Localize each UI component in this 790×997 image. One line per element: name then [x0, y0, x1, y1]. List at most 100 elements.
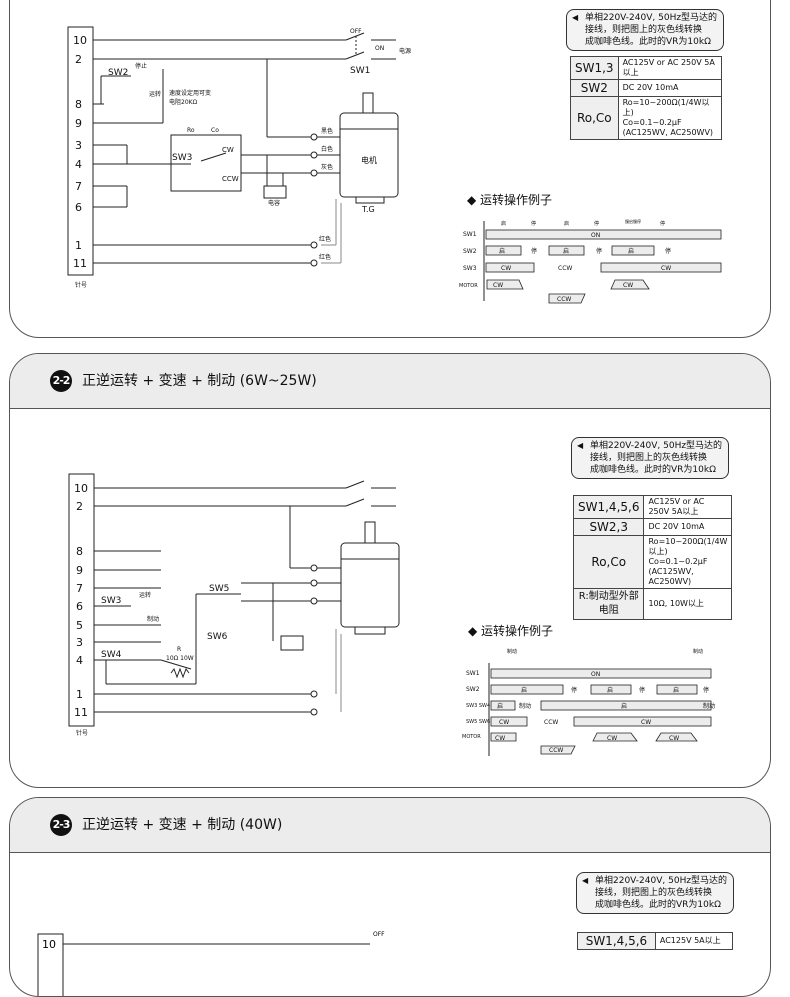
diagram-mark	[485, 262, 535, 273]
diagram-mark	[548, 245, 585, 256]
diagram-mark	[310, 579, 318, 587]
diagram-mark	[485, 229, 722, 304]
diagram-label: 停	[596, 247, 602, 255]
pin-9: 9	[75, 117, 82, 130]
pin-3: 3	[75, 139, 82, 152]
diagram-label: 启	[621, 702, 627, 710]
diagram-label: 停	[531, 220, 536, 227]
diagram-mark	[656, 684, 698, 695]
pin-6: 6	[75, 201, 82, 214]
diagram-label: CCW	[558, 265, 572, 272]
sw4-label: SW4	[101, 650, 122, 660]
diagram-mark	[310, 708, 318, 716]
r-label: R	[177, 646, 181, 653]
diagram-mark	[573, 716, 712, 727]
diagram-label: 启	[497, 702, 503, 710]
ro-label: Ro	[187, 127, 195, 134]
on-label: ON	[375, 45, 384, 52]
wiring-diagram-2-3: 10 OFF	[37, 931, 385, 996]
brake-label: 制动	[147, 615, 159, 623]
diagram-mark	[310, 259, 318, 267]
section-badge: 2-2	[50, 370, 72, 392]
diagram-mark: SW1 SW2 SW3 SW4 SW5 SW6 MOTOR ON 启 停 启 停…	[462, 648, 715, 754]
diagram-label: CW	[501, 265, 511, 272]
section-header: 2-2 正逆运转 + 变速 + 制动 (6W~25W)	[10, 354, 770, 409]
diagram-label: CW	[623, 282, 633, 289]
diagram-mark: SW1 SW2 SW3 SW4 SW5 SW6 MOTOR ON 启 停 启 停…	[462, 648, 715, 756]
pin-10: 10	[74, 482, 88, 495]
sw6-label: SW6	[207, 632, 228, 642]
pin-2: 2	[75, 53, 82, 66]
pin-10: 10	[73, 34, 87, 47]
diagram-label: 停	[571, 686, 577, 694]
section-badge: 2-3	[50, 814, 72, 836]
pin-7: 7	[75, 180, 82, 193]
pin-8: 8	[75, 98, 82, 111]
diagram-mark	[354, 626, 386, 635]
sw3-label: SW3	[172, 153, 192, 163]
diagram-label: SW5 SW6	[466, 719, 490, 725]
pin-10: 10	[42, 938, 56, 951]
diagram-mark	[310, 151, 318, 159]
off-label: OFF	[350, 28, 362, 35]
cw-label: CW	[222, 146, 234, 154]
diagram-mark	[345, 32, 365, 41]
capacitor-label: 电容	[268, 199, 280, 207]
diagram-mark	[280, 635, 304, 651]
diagram-label: 停	[703, 686, 709, 694]
diagram-mark	[345, 480, 365, 489]
tg-label: T.G	[361, 205, 375, 214]
diagram-mark	[611, 245, 655, 256]
diagram-mark	[490, 716, 528, 727]
co-label: Co	[211, 127, 219, 134]
diagram-label: 停	[594, 220, 599, 227]
sw3-label: SW3	[101, 596, 121, 606]
diagram-mark	[490, 668, 712, 679]
diagram-mark	[170, 134, 242, 192]
section-2-2-panel: 2-2 正逆运转 + 变速 + 制动 (6W~25W)	[9, 353, 771, 788]
diagram-label: 启	[673, 686, 679, 694]
diagram-mark	[590, 684, 632, 695]
section-2-1-panel: 10 2 8 9 3 4 7 6 1 11 针号 SW2 停止 运转 速度设定用…	[9, 0, 771, 338]
diagram-label: 制动	[703, 702, 715, 710]
timing-row-sw3: SW3	[463, 265, 477, 272]
diagram-label: 启	[501, 220, 506, 227]
diagram-mark	[310, 169, 318, 177]
pin-9: 9	[76, 564, 83, 577]
diagram-mark	[339, 112, 399, 198]
pin-4: 4	[75, 158, 82, 171]
pin-5: 5	[76, 619, 83, 632]
diagram-mark	[600, 262, 722, 273]
diagram-label: 停	[660, 220, 665, 227]
diagram-label: CW	[669, 735, 679, 742]
section-header: 2-3 正逆运转 + 变速 + 制动 (40W)	[10, 798, 770, 853]
diagram-label: 启	[499, 247, 505, 255]
note-box: ◀ 单相220V-240V, 50Hz型马达的 接线，则把图上的灰色线转换 成咖…	[576, 872, 735, 914]
section-title: 正逆运转 + 变速 + 制动 (40W)	[82, 817, 283, 833]
r-value: 10Ω 10W	[166, 655, 194, 662]
diagram-mark: SW1 SW2 SW3 MOTOR ON 启 停 启 停 启 停 CW CCW …	[459, 218, 671, 303]
timing-chart-2-1: SW1 SW2 SW3 MOTOR ON 启 停 启 停 启 停 CW CCW …	[459, 218, 722, 304]
diagram-label: CW	[499, 719, 509, 726]
diagram-mark	[170, 667, 190, 679]
diagram-label: 制动	[693, 648, 703, 655]
diagram-mark	[68, 473, 400, 727]
diagram-mark	[67, 26, 399, 276]
pin-3: 3	[76, 636, 83, 649]
wire-white: 白色	[321, 145, 333, 153]
stop-label: 停止	[135, 62, 147, 70]
vr-note-2: 电阻20KΩ	[169, 98, 198, 106]
note-box: ◀ 单相220V-240V, 50Hz型马达的 接线，则把图上的灰色线转换 成咖…	[566, 9, 725, 51]
diagram-label: CW	[661, 265, 671, 272]
wiring-diagram-2-1: 10 2 8 9 3 4 7 6 1 11 针号 SW2 停止 运转 速度设定用…	[67, 26, 722, 304]
diagram-mark	[263, 185, 287, 199]
section-title: 正逆运转 + 变速 + 制动 (6W~25W)	[82, 373, 317, 389]
diagram-label: 启	[607, 686, 613, 694]
sw1-label: SW1	[350, 66, 370, 76]
run-label: 运转	[149, 90, 161, 98]
diagram-mark	[310, 241, 318, 249]
diagram-label: CW	[607, 735, 617, 742]
pin-1: 1	[76, 688, 83, 701]
section-2-3-panel: 2-3 正逆运转 + 变速 + 制动 (40W) ◀ 单相220V-240V, …	[9, 797, 771, 997]
